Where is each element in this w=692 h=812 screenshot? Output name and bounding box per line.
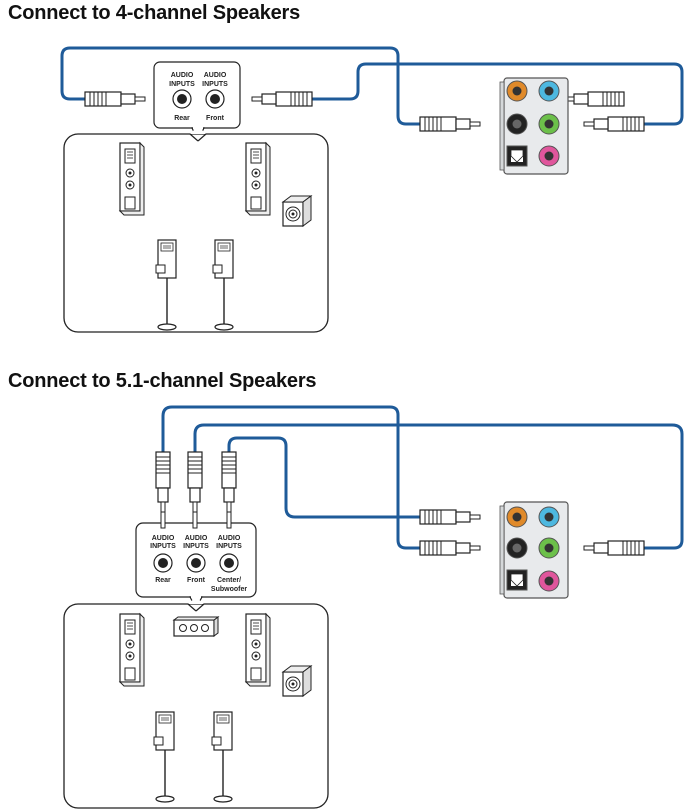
svg-text:Rear: Rear	[174, 115, 190, 122]
svg-text:AUDIO: AUDIO	[185, 535, 208, 542]
cable-rear-4ch	[60, 46, 420, 126]
svg-text:INPUTS: INPUTS	[150, 543, 176, 550]
svg-text:AUDIO: AUDIO	[218, 535, 241, 542]
svg-text:INPUTS: INPUTS	[169, 81, 195, 88]
center-speaker-icon	[172, 616, 220, 637]
speaker-tower-icon	[119, 613, 145, 687]
cable-front-51ch	[193, 423, 684, 550]
cable-rear-51ch	[161, 405, 420, 550]
motherboard-audio-panel-51ch	[499, 501, 569, 599]
speaker-set-box-4ch	[63, 133, 329, 333]
speaker-tower-icon	[245, 613, 271, 687]
audio-input-front-4ch: AUDIO INPUTS Front	[202, 72, 228, 122]
svg-text:INPUTS: INPUTS	[183, 543, 209, 550]
motherboard-audio-panel-4ch	[499, 77, 569, 175]
audio-input-center-sub-51ch: AUDIO INPUTS Center/ Subwoofer	[211, 535, 247, 593]
section-title-4-channel: Connect to 4-channel Speakers	[8, 2, 301, 24]
svg-text:Front: Front	[206, 115, 225, 122]
rca-plug-icon	[187, 451, 203, 513]
svg-text:AUDIO: AUDIO	[171, 72, 194, 79]
section-title-5-1-channel: Connect to 5.1-channel Speakers	[8, 370, 317, 392]
rca-plug-icon	[419, 509, 481, 525]
rca-plug-icon	[419, 116, 481, 132]
svg-text:Subwoofer: Subwoofer	[211, 586, 247, 593]
audio-input-front-51ch: AUDIO INPUTS Front	[183, 535, 209, 584]
cable-front-4ch	[312, 62, 684, 126]
rca-plug-icon	[583, 540, 645, 556]
rca-plug-icon	[419, 540, 481, 556]
rca-plug-icon	[155, 451, 171, 513]
rca-plug-icon	[84, 91, 146, 107]
audio-input-rear-51ch: AUDIO INPUTS Rear	[150, 535, 176, 584]
audio-inputs-box-4ch	[153, 61, 241, 129]
svg-text:Rear: Rear	[155, 577, 171, 584]
rca-plug-icon	[221, 451, 237, 513]
audio-input-rear-4ch: AUDIO INPUTS Rear	[169, 72, 195, 122]
svg-text:AUDIO: AUDIO	[204, 72, 227, 79]
speaker-tower-icon	[245, 142, 271, 216]
rca-plug-icon	[563, 91, 625, 107]
svg-text:INPUTS: INPUTS	[216, 543, 242, 550]
svg-text:AUDIO: AUDIO	[152, 535, 175, 542]
svg-text:Front: Front	[187, 577, 206, 584]
subwoofer-icon	[282, 195, 312, 227]
svg-text:INPUTS: INPUTS	[202, 81, 228, 88]
cable-center-51ch	[227, 436, 420, 519]
subwoofer-icon	[282, 665, 312, 697]
rca-plug-icon	[583, 116, 645, 132]
speaker-tower-icon	[119, 142, 145, 216]
svg-text:Center/: Center/	[217, 577, 241, 584]
